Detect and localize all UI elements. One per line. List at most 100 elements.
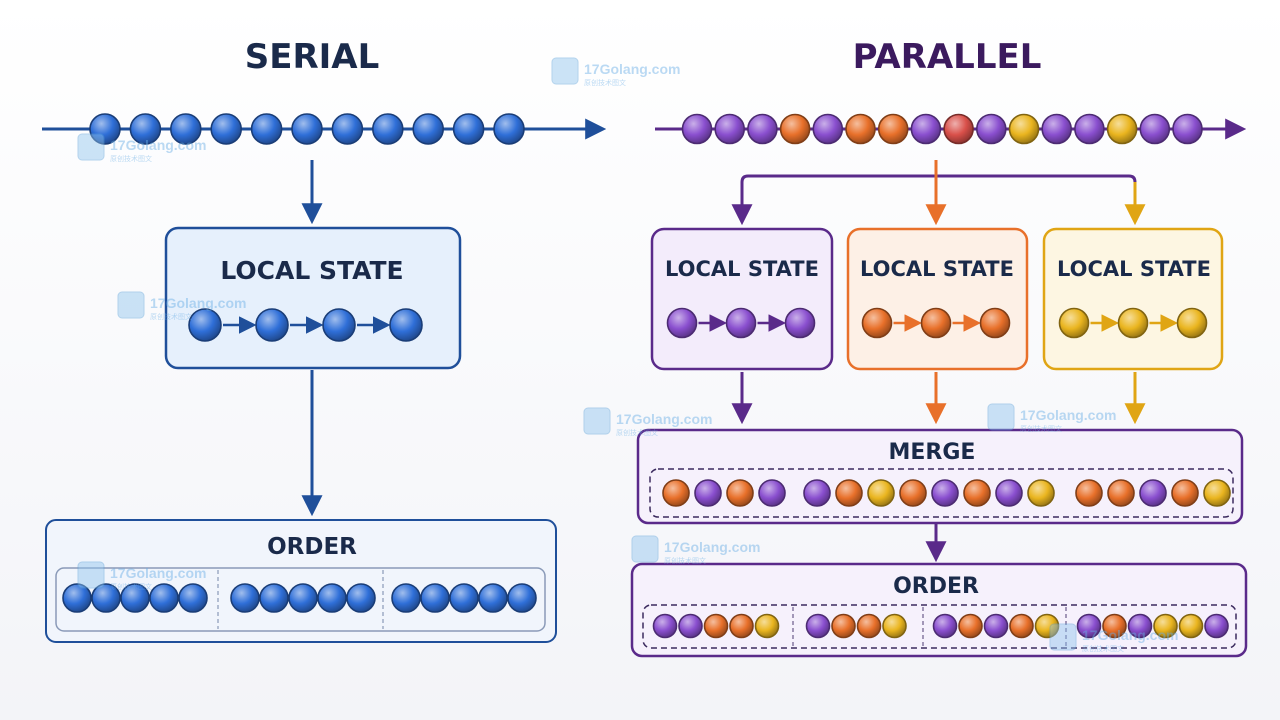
input-ball [129,113,162,145]
merge-ball [1107,479,1135,507]
order-ball [317,583,347,613]
watermark-subtext: 原创技术图文 [150,312,192,321]
serial-title: SERIAL [245,37,380,77]
watermark-subtext: 原创技术图文 [110,582,152,591]
order-ball [1204,613,1229,639]
watermark-logo-icon [631,535,659,563]
input-ball [943,113,974,145]
input-ball [291,113,323,145]
input-ball [812,113,844,145]
order-ball [346,583,376,613]
order-ball [1009,613,1034,639]
watermark-text: 17Golang.com [616,411,712,427]
parallel-order-inner-box [642,604,1237,649]
order-ball [856,613,882,639]
parallel-order-stream [652,613,1229,639]
watermark-logo-icon [77,133,105,161]
parallel-split-connector [740,174,1137,220]
watermark-text: 17Golang.com [664,539,760,555]
state-ball [979,307,1011,339]
input-ball [210,113,242,145]
state-ball [322,308,356,342]
watermark-logo-icon [583,407,611,435]
merge-ball [1203,479,1231,507]
merge-ball [1027,479,1055,507]
watermark-logo-icon [987,403,1015,431]
input-ball [1172,113,1203,145]
state-ball [1058,307,1090,339]
order-ball [805,613,831,639]
watermark-subtext: 原创技术图文 [1082,644,1124,653]
watermark-text: 17Golang.com [584,61,680,77]
serial-order-label: ORDER [267,534,357,560]
parallel-lane-2-box [846,227,1029,371]
order-ball [149,583,179,613]
state-ball [784,307,816,339]
order-ball [391,583,421,613]
order-ball [507,583,537,613]
input-ball [1074,113,1105,145]
merge-ball [662,479,690,507]
order-ball [703,613,729,639]
watermark-text: 17Golang.com [1020,407,1116,423]
serial-order-box [45,519,557,643]
watermark-text: 17Golang.com [1082,627,1178,643]
input-ball [1106,113,1138,145]
state-ball [188,308,222,342]
input-ball [877,113,909,145]
order-ball [932,613,958,639]
order-ball [1127,613,1153,639]
merge-ball [1171,479,1199,507]
order-ball [259,583,289,613]
merge-ball [803,479,831,507]
parallel-input-stream [681,113,1203,145]
input-ball [250,113,283,145]
parallel-lane-3-box [1042,227,1224,371]
parallel-lane-1-label: LOCAL STATE [665,257,819,281]
watermark-text: 17Golang.com [110,137,206,153]
watermark-layer: 17Golang.com原创技术图文17Golang.com原创技术图文17Go… [77,57,1178,653]
parallel-order-label: ORDER [893,574,979,599]
state-ball [666,307,698,339]
state-ball [861,307,893,339]
state-ball [1176,307,1208,339]
serial-order-stream [62,583,537,613]
input-ball [493,113,525,145]
order-ball [831,613,856,639]
watermark-subtext: 原创技术图文 [1020,424,1062,433]
parallel-lane-1-box [650,227,834,371]
input-ball [1139,113,1171,145]
state-ball [920,307,952,339]
input-ball [975,113,1007,145]
parallel-merge-label: MERGE [889,440,976,465]
parallel-lane-2-label: LOCAL STATE [860,257,1014,281]
order-ball [678,613,703,639]
order-ball [1178,613,1204,639]
input-ball [714,113,746,145]
merge-ball [726,479,754,507]
merge-ball [694,479,722,507]
merge-ball [899,479,927,507]
order-ball [983,613,1009,639]
watermark-subtext: 原创技术图文 [110,154,152,163]
order-ball [230,583,260,613]
parallel-merge-inner-box [649,468,1234,518]
watermark-subtext: 原创技术图文 [616,428,658,437]
watermark-subtext: 原创技术图文 [664,556,706,565]
order-ball [729,613,754,639]
order-ball [420,583,450,613]
merge-ball [1139,479,1167,507]
watermark-logo-icon [551,57,579,85]
order-ball [120,583,150,613]
input-ball [910,113,942,145]
state-ball [1117,307,1149,339]
state-ball [725,307,757,339]
serial-local-state-chain [188,308,423,342]
merge-ball [931,479,959,507]
